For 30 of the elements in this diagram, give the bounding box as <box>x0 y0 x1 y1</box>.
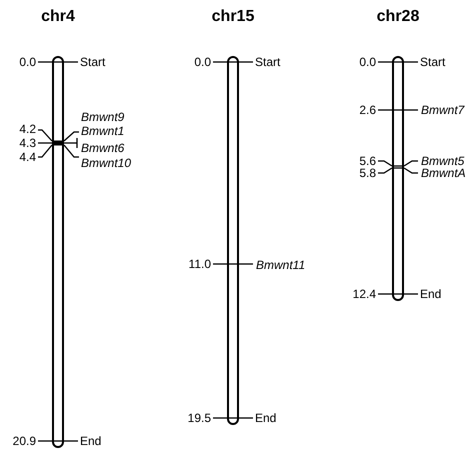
position-label: 5.8 <box>359 166 376 180</box>
position-label: 0.0 <box>359 55 376 69</box>
gene-label: Bmwnt9 <box>81 110 124 124</box>
chromosome-label: chr28 <box>376 7 420 27</box>
gene-label: Bmwnt7 <box>421 103 464 117</box>
position-label: 5.6 <box>359 154 376 168</box>
position-label: 0.0 <box>194 55 211 69</box>
gene-label: Bmwnt6 <box>81 141 124 155</box>
position-label: 11.0 <box>188 257 211 271</box>
position-label: 4.4 <box>19 150 36 164</box>
chromosome-label: chr4 <box>41 7 75 27</box>
gene-label: Bmwnt1 <box>81 124 124 138</box>
position-label: 2.6 <box>359 103 376 117</box>
end-label: End <box>80 434 102 448</box>
position-label: 12.4 <box>352 287 376 301</box>
gene-label: Bmwnt10 <box>81 156 132 170</box>
end-label: Start <box>80 55 106 69</box>
end-label: End <box>420 287 442 301</box>
position-label: 4.2 <box>19 122 36 136</box>
gene-label: Bmwnt5 <box>421 154 464 168</box>
position-label: 0.0 <box>19 55 36 69</box>
end-label: Start <box>255 55 280 69</box>
chromosome-label: chr15 <box>212 7 254 27</box>
end-label: End <box>255 411 276 425</box>
position-label: 20.9 <box>12 434 36 448</box>
end-label: Start <box>420 55 446 69</box>
gene-label: BmwntA <box>421 166 466 180</box>
position-label: 4.3 <box>19 136 36 150</box>
gene-label: Bmwnt11 <box>256 258 306 272</box>
position-label: 19.5 <box>188 411 211 425</box>
